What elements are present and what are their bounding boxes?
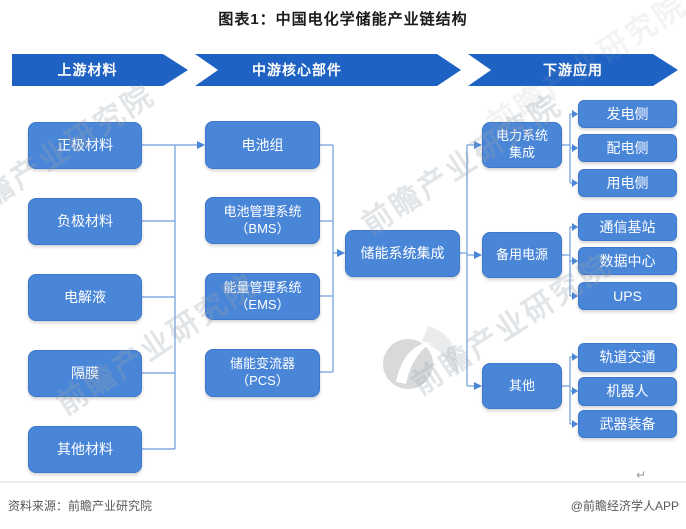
return-mark: ↵: [636, 468, 647, 482]
node-distribution-side: 配电侧: [578, 134, 677, 162]
node-storage-system-integration: 储能系统集成: [345, 230, 460, 277]
footer-source: 资料来源：前瞻产业研究院: [8, 499, 153, 513]
page-title: 图表1：中国电化学储能产业链结构: [218, 11, 468, 28]
node-cathode-material: 正极材料: [28, 122, 142, 169]
node-data-center: 数据中心: [578, 247, 677, 275]
qianzhan-logo-watermark-icon: [383, 326, 458, 389]
node-power-system-integration: 电力系统 集成: [482, 122, 562, 168]
node-bms: 电池管理系统 （BMS）: [205, 197, 320, 244]
node-anode-material: 负极材料: [28, 198, 142, 245]
node-pcs: 储能变流器 （PCS）: [205, 349, 320, 397]
node-others: 其他: [482, 363, 562, 409]
node-consumption-side: 用电侧: [578, 169, 677, 197]
node-rail-transit: 轨道交通: [578, 343, 677, 372]
node-electrolyte: 电解液: [28, 274, 142, 321]
banner-downstream: 下游应用: [543, 62, 603, 78]
node-backup-power: 备用电源: [482, 232, 562, 278]
banner-midstream: 中游核心部件: [252, 62, 342, 78]
footer-brand: @前瞻经济学人APP: [570, 499, 679, 513]
node-robot: 机器人: [578, 377, 677, 406]
node-other-materials: 其他材料: [28, 426, 142, 473]
node-telecom-base-station: 通信基站: [578, 213, 677, 241]
node-battery-pack: 电池组: [205, 121, 320, 169]
node-generation-side: 发电侧: [578, 100, 677, 128]
banner-upstream: 上游材料: [57, 62, 118, 78]
node-ems: 能量管理系统 （EMS）: [205, 273, 320, 320]
node-separator: 隔膜: [28, 350, 142, 397]
node-weapon-equipment: 武器装备: [578, 410, 677, 438]
node-ups: UPS: [578, 282, 677, 310]
